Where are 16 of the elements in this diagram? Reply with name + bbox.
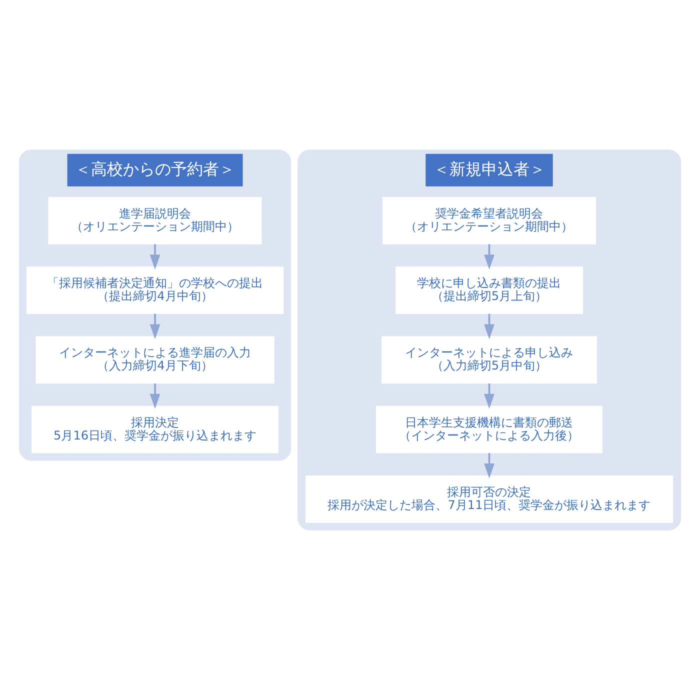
- arrow: [484, 244, 494, 270]
- node-box: 「採用候補者決定通知」の学校への提出 （提出締切4月中旬）: [26, 266, 284, 314]
- node-box: 奨学金希望者説明会 （オリエンテーション期間中）: [382, 197, 596, 244]
- arrow: [484, 314, 494, 340]
- node-box: 採用決定 5月16日頃、奨学金が振り込まれます: [32, 406, 279, 454]
- node-box: インターネットによる進学届の入力 （入力締切4月下旬）: [36, 336, 274, 384]
- arrow: [484, 453, 494, 478]
- node-box: 日本学生支援機構に書類の郵送 （インターネットによる入力後）: [376, 406, 603, 454]
- node-box: 採用可否の決定 採用が決定した場合、7月11日頃、奨学金が振り込まれます: [305, 476, 674, 523]
- arrow: [150, 314, 160, 340]
- node-box: 学校に申し込み書類の提出 （提出締切5月上旬）: [396, 266, 584, 314]
- arrow: [484, 383, 494, 409]
- node-box: インターネットによる申し込み （入力締切5月中旬）: [382, 336, 597, 384]
- arrow: [150, 383, 160, 409]
- node-box: 進学届説明会 （オリエンテーション期間中）: [48, 197, 262, 244]
- arrow: [150, 244, 160, 270]
